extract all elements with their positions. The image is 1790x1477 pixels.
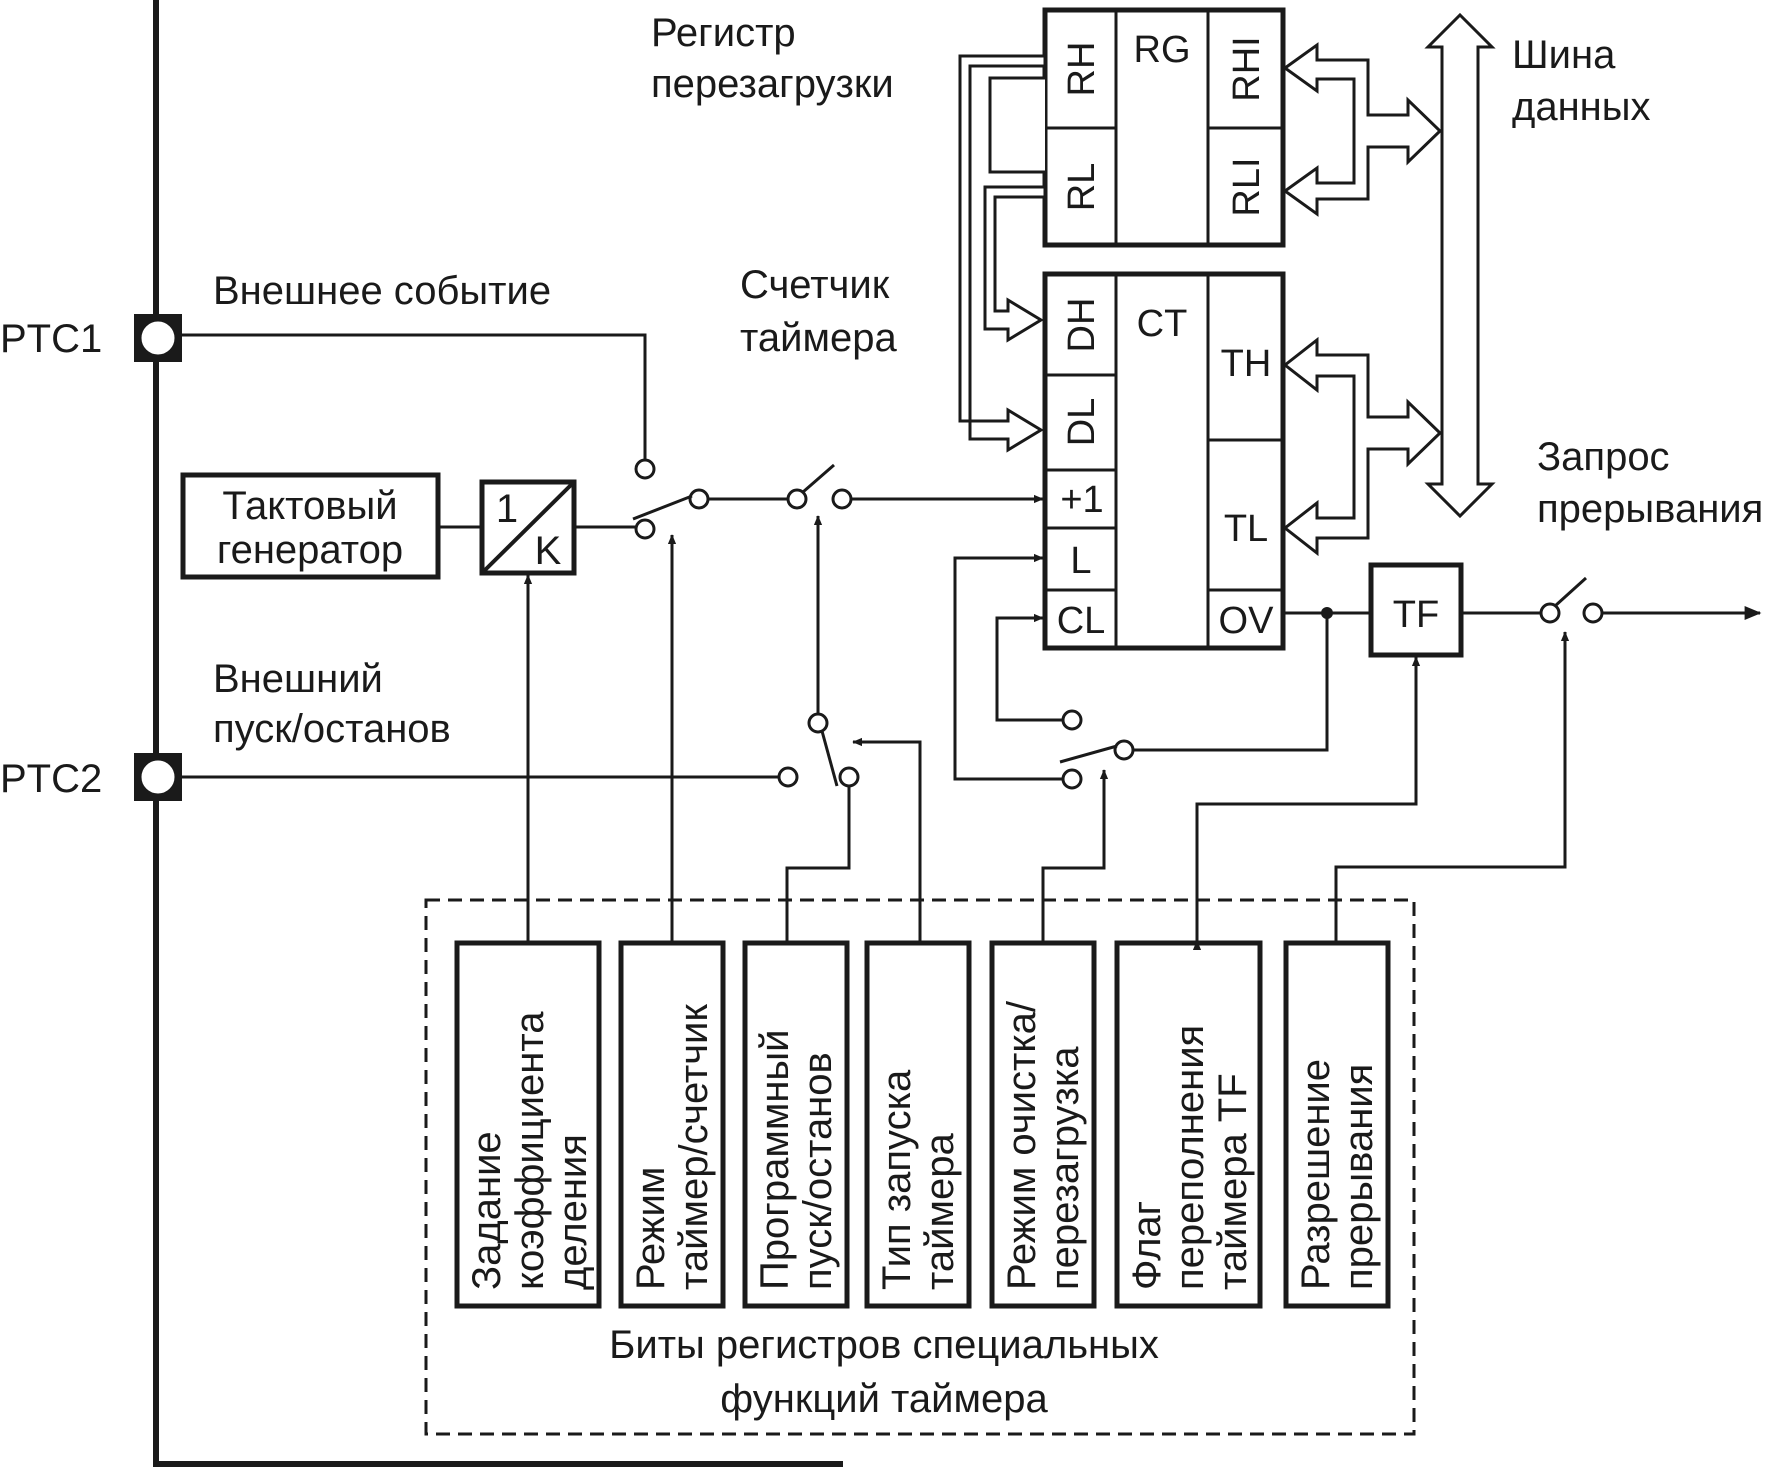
svg-text:Режим очистка/: Режим очистка/ (1000, 1000, 1044, 1290)
clock-generator-box (180, 472, 441, 580)
timer-counter-label-line1: Счетчик (740, 263, 890, 307)
timer-counter-switch (632, 458, 710, 540)
overflow-flag-link (1192, 656, 1421, 951)
external-start-stop-label-line1: Внешний (213, 657, 383, 701)
counter-cell-dl: DL (1061, 398, 1103, 447)
svg-text:Тип запуска: Тип запуска (875, 1069, 919, 1290)
reload-register-name: RG (1134, 29, 1191, 71)
tf-flag-box (1368, 562, 1464, 658)
svg-text:деления: деления (551, 1134, 595, 1290)
start-stop-switch (786, 463, 853, 510)
counter-cell-clear: CL (1057, 600, 1106, 642)
svg-text:Задание: Задание (465, 1131, 509, 1290)
external-start-stop-label-line2: пуск/останов (213, 707, 451, 751)
clear-reload-switch (1059, 709, 1135, 790)
svg-text:прерывания: прерывания (1337, 1064, 1381, 1290)
port-bus-line (153, 0, 843, 1467)
tf-flag-label: TF (1393, 594, 1439, 636)
reload-register-label-line2: перезагрузки (651, 62, 894, 106)
divider-numerator: 1 (496, 487, 518, 531)
interrupt-enable-switch (1539, 576, 1604, 624)
start-type-control (852, 737, 922, 943)
sfr-bit-clear-reload-mode: Режим очистка/ перезагрузка (1000, 1000, 1087, 1290)
data-bus-arrow (1424, 12, 1496, 519)
counter-cell-tl: TL (1224, 508, 1268, 550)
external-gate-switch (777, 712, 860, 788)
reload-cell-rli: RLI (1226, 157, 1268, 216)
svg-text:Разрешение: Разрешение (1294, 1059, 1338, 1290)
svg-text:Флаг: Флаг (1125, 1201, 1169, 1290)
ptc1-label: PTC1 (0, 317, 102, 361)
sfr-caption-line2: функций таймера (720, 1377, 1048, 1421)
reload-register-label-line1: Регистр (651, 11, 796, 55)
reload-cell-rhi: RHI (1226, 36, 1268, 101)
rh-to-dl-path (958, 54, 1047, 453)
ptc2-pin (134, 753, 182, 801)
counter-cell-overflow: OV (1219, 600, 1275, 642)
svg-text:таймера: таймера (918, 1133, 962, 1290)
svg-text:таймер/счетчик: таймер/счетчик (672, 1004, 716, 1290)
svg-text:перезагрузка: перезагрузка (1043, 1046, 1087, 1290)
counter-cell-increment: +1 (1060, 479, 1103, 521)
svg-text:переполнения: переполнения (1168, 1025, 1212, 1290)
rl-to-dh-path (988, 76, 1045, 174)
sfr-bit-interrupt-enable: Разрешение прерывания (1294, 1059, 1381, 1290)
software-start-stop-control (785, 786, 851, 943)
clear-reload-mode-control (1041, 769, 1109, 943)
sfr-caption-line1: Биты регистров специальных (609, 1323, 1159, 1367)
divider-slash (480, 480, 576, 575)
timer-counter-block (1042, 271, 1286, 651)
rl-to-dh-path-2 (983, 185, 1047, 343)
clock-generator-label-line2: генератор (217, 528, 403, 572)
interrupt-enable-control (1334, 631, 1570, 943)
sfr-bit-start-type: Тип запуска таймера (875, 1069, 962, 1290)
counter-cell-th: TH (1221, 343, 1272, 385)
reload-cell-rh: RH (1061, 42, 1103, 97)
sfr-bit-software-start-stop: Программный пуск/останов (753, 1029, 840, 1290)
divider-denominator: K (535, 529, 562, 573)
sfr-bit-timer-counter-mode: Режим таймер/счетчик (629, 1004, 716, 1290)
counter-cell-load: L (1070, 540, 1091, 582)
external-event-label: Внешнее событие (213, 269, 551, 313)
interrupt-request-label-line1: Запрос (1537, 435, 1670, 479)
data-bus-label-line1: Шина (1512, 33, 1616, 77)
ptc1-pin (134, 314, 182, 362)
reload-switch-to-load-wire (953, 553, 1063, 781)
interrupt-request-label-line2: прерывания (1537, 487, 1763, 531)
sfr-bit-overflow-flag: Флаг переполнения таймера TF (1125, 1025, 1255, 1290)
svg-text:Режим: Режим (629, 1167, 673, 1290)
counter-name: CT (1137, 303, 1188, 345)
timer-counter-label-line2: таймера (740, 316, 897, 360)
data-bus-label-line2: данных (1512, 85, 1651, 129)
svg-text:коэффициента: коэффициента (508, 1011, 552, 1290)
ptc2-label: PTC2 (0, 757, 102, 801)
svg-text:пуск/останов: пуск/останов (796, 1052, 840, 1290)
rhi-rli-bus-connector (1282, 42, 1443, 217)
counter-cell-dh: DH (1061, 298, 1103, 353)
clock-generator-label-line1: Тактовый (222, 484, 397, 528)
svg-text:Программный: Программный (753, 1029, 797, 1290)
clear-switch-to-cl-wire (995, 613, 1063, 722)
sfr-bit-division-factor: Задание коэффициента деления (465, 1011, 595, 1290)
reload-cell-rl: RL (1061, 163, 1103, 212)
th-tl-bus-connector (1282, 336, 1443, 557)
svg-text:таймера TF: таймера TF (1211, 1073, 1255, 1290)
reload-register-block (1042, 7, 1286, 248)
ptc1-wire (182, 333, 647, 460)
